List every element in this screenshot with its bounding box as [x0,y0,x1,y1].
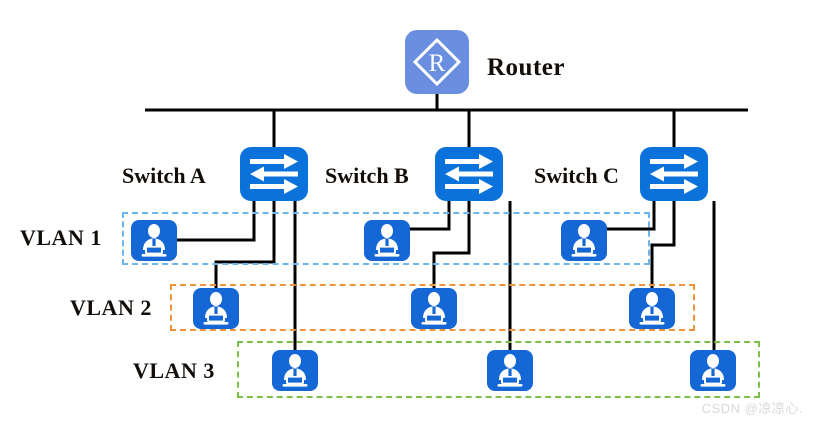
switch-arrows-glyph [650,154,698,194]
vlan-region-3 [237,341,760,398]
host-vlan2-a-icon[interactable] [193,288,239,329]
workstation-glyph [203,292,229,325]
vlan-region-2 [170,284,695,331]
vlan-region-1 [122,212,650,265]
host-vlan2-b-icon[interactable] [411,288,457,329]
host-vlan3-a-icon[interactable] [272,350,318,391]
host-vlan1-c-icon[interactable] [561,220,607,261]
wire-switch-a-vlan1 [177,201,256,242]
switch-c-icon[interactable] [640,147,708,201]
workstation-glyph [571,224,597,257]
switch-b-label: Switch B [325,163,409,188]
workstation-glyph [497,354,523,387]
workstation-glyph [700,354,726,387]
host-vlan1-a-icon[interactable] [131,220,177,261]
router-glyph: R [412,37,462,87]
wire-switch-b-vlan1 [410,201,451,231]
switch-c-label: Switch C [534,163,619,188]
wire-switch-b-vlan2 [432,201,471,288]
workstation-glyph [374,224,400,257]
host-vlan1-b-icon[interactable] [364,220,410,261]
wire-switch-c-vlan2 [650,201,676,288]
workstation-glyph [282,354,308,387]
wire-switch-a-vlan2 [214,201,276,288]
switch-arrows-glyph [445,154,493,194]
router-label: Router [487,54,565,81]
switch-b-icon[interactable] [435,147,503,201]
wire-switch-c-vlan1 [607,201,656,231]
vlan-3-label: VLAN 3 [133,358,215,383]
workstation-glyph [421,292,447,325]
router-icon[interactable]: R [405,30,469,94]
watermark: CSDN @凉凉心. [701,401,803,416]
switch-arrows-glyph [250,154,298,194]
switch-a-label: Switch A [122,163,206,188]
vlan-2-label: VLAN 2 [70,295,152,320]
vlan-1-label: VLAN 1 [20,225,102,250]
switch-a-icon[interactable] [240,147,308,201]
svg-text:R: R [429,50,446,77]
workstation-glyph [639,292,665,325]
host-vlan2-c-icon[interactable] [629,288,675,329]
host-vlan3-c-icon[interactable] [690,350,736,391]
host-vlan3-b-icon[interactable] [487,350,533,391]
workstation-glyph [141,224,167,257]
